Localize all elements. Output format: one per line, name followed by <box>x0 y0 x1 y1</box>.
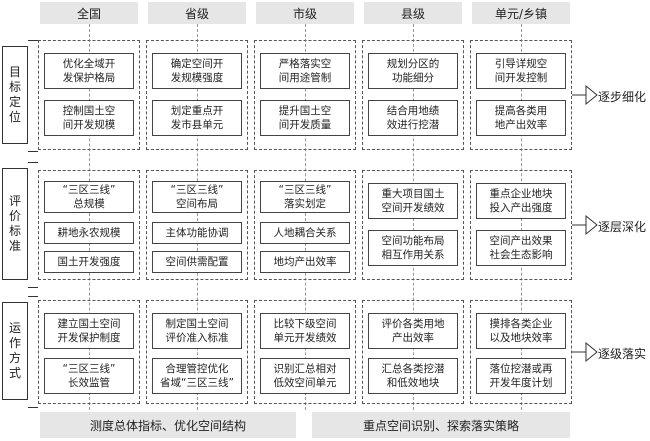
criteria-group-unit <box>470 170 572 280</box>
criteria-cell-unit-1: 重点企业地块 投入产出强度 <box>476 183 566 219</box>
criteria-cell-city-2: 人地耦合关系 <box>260 222 350 244</box>
operation-group-county <box>362 300 464 404</box>
criteria-group-county <box>362 170 464 280</box>
operation-cell-national-1: 建立国土空间 开发保护制度 <box>44 313 134 349</box>
operation-group-province <box>146 300 248 404</box>
arrow-implement <box>572 341 598 363</box>
operation-cell-county-2: 汇总各类挖潜 和低效地块 <box>368 358 458 394</box>
operation-cell-national-2: “三区三线” 长效监管 <box>44 358 134 394</box>
footer-band-right: 重点空间识别、探索落实策略 <box>312 412 570 438</box>
column-guide <box>89 24 90 410</box>
target-cell-unit-1: 引导详规空 间开发控制 <box>476 53 566 89</box>
arrow-label-refine: 逐步细化 <box>598 90 647 104</box>
target-group-city <box>254 40 356 150</box>
column-header-unit-town: 单元/乡镇 <box>472 2 570 24</box>
operation-cell-county-1: 评价各类用地 产出效率 <box>368 313 458 349</box>
criteria-cell-province-1: “三区三线” 空间布局 <box>152 181 242 213</box>
target-cell-national-1: 优化全域开 发保护格局 <box>44 53 134 89</box>
row-bracket <box>28 162 38 288</box>
row-label-target-positioning: 目标定位 <box>2 46 28 144</box>
criteria-cell-province-2: 主体功能协调 <box>152 222 242 244</box>
column-header-national: 全国 <box>40 2 138 24</box>
criteria-cell-national-1: “三区三线” 总规模 <box>44 181 134 213</box>
column-header-province: 省级 <box>148 2 246 24</box>
operation-cell-unit-2: 落位挖潜或再 开发年度计划 <box>476 358 566 394</box>
arrow-label-deepen: 逐层深化 <box>598 220 647 234</box>
target-cell-county-1: 规划分区的 功能细分 <box>368 53 458 89</box>
criteria-cell-county-1: 重大项目国土 空间开发绩效 <box>368 183 458 219</box>
operation-cell-province-1: 制定国土空间 评价准入标准 <box>152 313 242 349</box>
operation-cell-city-2: 识别汇总相对 低效空间单元 <box>260 358 350 394</box>
target-group-unit <box>470 40 572 150</box>
criteria-cell-city-1: “三区三线” 落实划定 <box>260 181 350 213</box>
row-bracket <box>28 296 38 408</box>
target-cell-city-2: 提升国土空 间开发质量 <box>260 100 350 136</box>
row-label-operation-mode: 运作方式 <box>2 302 28 400</box>
column-header-city: 市级 <box>256 2 354 24</box>
operation-cell-unit-1: 摸排各类企业 以及地块效率 <box>476 313 566 349</box>
target-group-county <box>362 40 464 150</box>
criteria-cell-city-3: 地均产出效率 <box>260 251 350 273</box>
criteria-cell-national-3: 国土开发强度 <box>44 251 134 273</box>
row-label-evaluation-criteria: 评价标准 <box>2 168 28 280</box>
arrow-refine <box>572 84 598 106</box>
criteria-cell-province-3: 空间供需配置 <box>152 251 242 273</box>
criteria-group-province <box>146 170 248 280</box>
arrow-label-implement: 逐级落实 <box>598 347 647 361</box>
target-cell-national-2: 控制国土空 间开发规模 <box>44 100 134 136</box>
target-group-province <box>146 40 248 150</box>
operation-cell-province-2: 合理管控优化 省域“三区三线” <box>152 358 242 394</box>
arrow-deepen <box>572 214 598 236</box>
footer-band-left: 测度总体指标、优化空间结构 <box>40 412 296 438</box>
operation-cell-city-1: 比较下级空间 单元开发绩效 <box>260 313 350 349</box>
column-guide <box>305 24 306 410</box>
target-cell-city-1: 严格落实空 间用途管制 <box>260 53 350 89</box>
target-cell-unit-2: 提高各类用 地产出效率 <box>476 100 566 136</box>
target-cell-county-2: 结合用地绩 效进行挖潜 <box>368 100 458 136</box>
operation-group-national <box>38 300 140 404</box>
row-bracket <box>28 40 38 152</box>
target-cell-province-2: 划定重点开 发市县单元 <box>152 100 242 136</box>
criteria-group-national <box>38 170 140 280</box>
criteria-group-city <box>254 170 356 280</box>
criteria-cell-national-2: 耕地永农规模 <box>44 222 134 244</box>
operation-group-unit <box>470 300 572 404</box>
target-group-national <box>38 40 140 150</box>
target-cell-province-1: 确定空间开 发规模强度 <box>152 53 242 89</box>
operation-group-city <box>254 300 356 404</box>
criteria-cell-county-2: 空间功能布局 相互作用关系 <box>368 230 458 266</box>
column-guide <box>197 24 198 410</box>
criteria-cell-unit-2: 空间产出效果 社会生态影响 <box>476 230 566 266</box>
column-header-county: 县级 <box>364 2 462 24</box>
